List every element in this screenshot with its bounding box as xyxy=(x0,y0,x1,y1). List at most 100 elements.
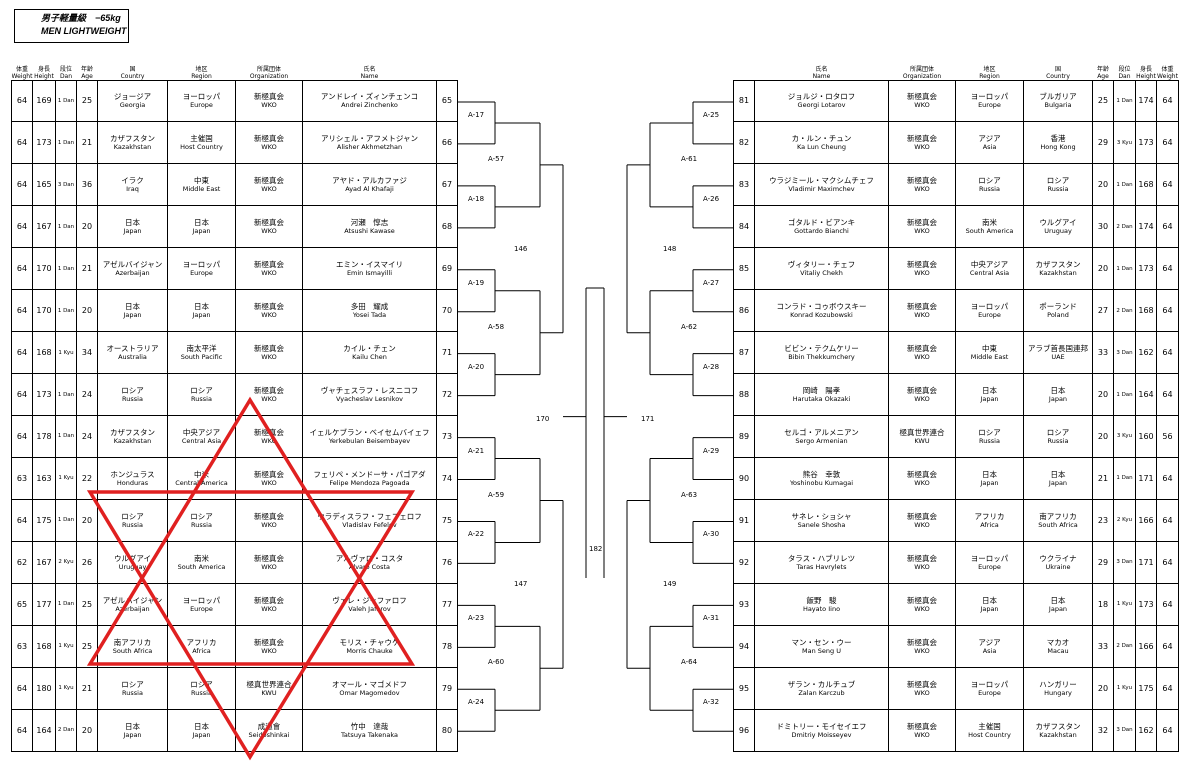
name-cell-en: Ayad Al Khafaji xyxy=(345,185,394,194)
org-cell-ja: 新極真会 xyxy=(254,469,284,479)
country-cell-en: Japan xyxy=(123,227,142,236)
org-cell-ja: 新極真会 xyxy=(254,218,284,228)
org-cell-ja: 新極真会 xyxy=(254,637,284,647)
name-cell-en: Taras Havrylets xyxy=(796,562,847,571)
match-label: A-25 xyxy=(703,110,720,119)
country-cell-en: Bulgaria xyxy=(1044,101,1072,110)
country-cell-ja: 日本 xyxy=(125,721,140,731)
country-cell-en: Azerbaijan xyxy=(115,269,150,278)
column-header-ja: 所属団体 xyxy=(256,65,281,73)
match-label: A-27 xyxy=(703,278,720,287)
org-cell-ja: 新極真会 xyxy=(907,721,937,731)
country-cell-en: Iraq xyxy=(126,185,139,194)
region-cell-ja: アフリカ xyxy=(974,511,1005,521)
org-cell-ja: 新極真会 xyxy=(254,134,284,144)
name-cell-ja: 岡崎 陽孝 xyxy=(802,386,841,396)
match-label: A-18 xyxy=(468,194,485,203)
country-cell-ja: ジョージア xyxy=(113,92,152,102)
region-cell-en: Europe xyxy=(978,101,1001,110)
match-label: A-24 xyxy=(468,698,485,707)
region-cell-ja: 主催国 xyxy=(978,721,1001,731)
name-cell-ja: 熊谷 幸敦 xyxy=(802,469,841,479)
region-cell-en: Middle East xyxy=(182,185,221,194)
region-cell-en: Japan xyxy=(192,311,211,320)
region-cell-ja: ロシア xyxy=(190,679,213,689)
height-cell: 167 xyxy=(32,205,56,249)
org-cell-ja: 新極真会 xyxy=(254,386,284,396)
column-header-ja: 段位 xyxy=(59,65,72,73)
country-cell-en: Hungary xyxy=(1044,688,1072,697)
height-cell: 163 xyxy=(32,456,56,500)
weight-cell: 64 xyxy=(1156,373,1179,416)
region-cell-ja: 日本 xyxy=(194,218,209,228)
region-cell-en: Europe xyxy=(190,269,213,278)
column-header-ja: 国 xyxy=(129,65,136,73)
region-cell-en: Europe xyxy=(978,688,1001,697)
country-cell-ja: 南アフリカ xyxy=(113,637,152,647)
name-cell-en: Morris Chauke xyxy=(346,646,393,655)
org-cell-en: WKO xyxy=(914,353,930,362)
region-cell-ja: 日本 xyxy=(982,386,997,396)
name-cell-ja: フェリペ・メンドーサ・パゴアダ xyxy=(313,469,426,479)
match-label: A-64 xyxy=(681,658,698,667)
name-cell-ja: ザラン・カルチュブ xyxy=(787,679,856,689)
org-cell-en: WKO xyxy=(261,395,277,404)
region-cell-ja: 中央アジア xyxy=(970,260,1009,270)
region-cell-en: Europe xyxy=(978,311,1001,320)
org-cell-ja: 新極真会 xyxy=(907,679,937,689)
country-cell-ja: 日本 xyxy=(1050,469,1066,479)
country-cell-en: Hong Kong xyxy=(1040,143,1076,152)
org-cell-en: WKO xyxy=(914,185,930,194)
country-cell-en: Russia xyxy=(122,395,143,404)
country-cell-ja: ウルグアイ xyxy=(1039,218,1077,228)
name-cell-en: Tatsuya Takenaka xyxy=(341,730,398,739)
region-cell-en: Africa xyxy=(980,520,999,529)
region-cell-ja: ヨーロッパ xyxy=(182,595,221,605)
match-label: A-29 xyxy=(703,446,720,455)
region-cell-en: Russia xyxy=(979,436,1000,445)
org-cell-en: WKO xyxy=(914,646,930,655)
column-header-ja: 所属団体 xyxy=(909,65,934,73)
region-cell-en: South America xyxy=(965,227,1014,236)
country-cell-en: Honduras xyxy=(116,478,149,487)
name-cell-ja: 多田 耀成 xyxy=(350,302,389,312)
country-cell-ja: カザフスタン xyxy=(1035,721,1081,731)
org-cell-en: WKO xyxy=(261,185,277,194)
name-cell-en: Valeh Jafarov xyxy=(348,604,391,613)
region-cell-ja: ロシア xyxy=(978,427,1001,437)
name-cell-ja: ウラディスラフ・フェフェロフ xyxy=(317,511,422,521)
name-cell-ja: ヴァレ・ジャファロフ xyxy=(332,595,407,605)
region-cell-en: Russia xyxy=(979,185,1000,194)
org-cell-en: WKO xyxy=(261,604,277,613)
